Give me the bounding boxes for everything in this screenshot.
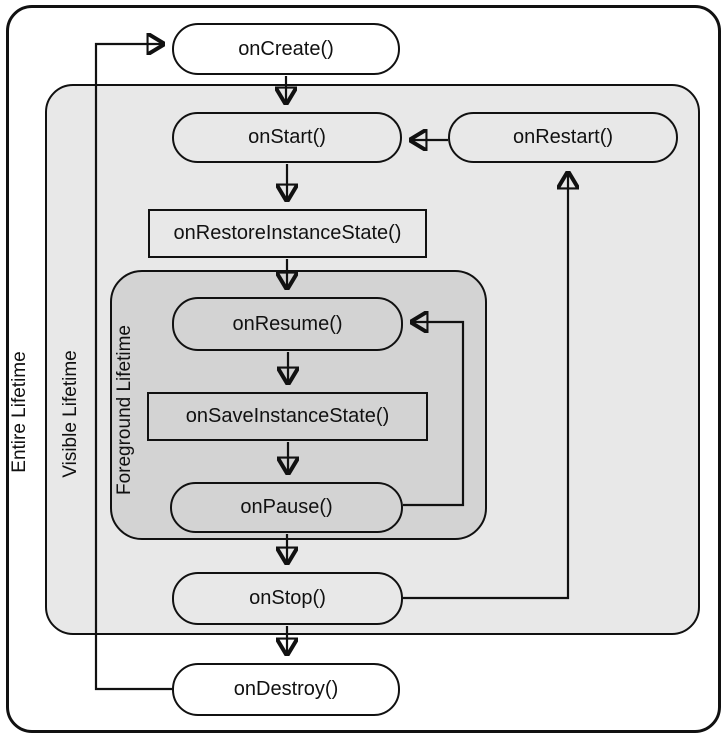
node-onstop: onStop()	[172, 572, 403, 625]
node-onsaveinstancestate-label: onSaveInstanceState()	[185, 405, 390, 427]
node-onrestart: onRestart()	[448, 112, 678, 163]
node-onstop-label: onStop()	[249, 587, 326, 609]
node-onresume: onResume()	[172, 297, 403, 351]
foreground-lifetime-label: Foreground Lifetime	[114, 324, 135, 496]
node-onstart: onStart()	[172, 112, 402, 163]
node-ondestroy: onDestroy()	[172, 663, 400, 716]
node-oncreate-label: onCreate()	[238, 37, 334, 60]
node-oncreate: onCreate()	[172, 23, 400, 75]
node-onrestoreinstancestate: onRestoreInstanceState()	[148, 209, 427, 258]
node-onrestart-label: onRestart()	[512, 126, 614, 148]
entire-lifetime-label: Entire Lifetime	[9, 351, 30, 473]
node-onrestoreinstancestate-label: onRestoreInstanceState()	[173, 222, 402, 244]
node-onpause-label: onPause()	[240, 496, 333, 518]
visible-lifetime-label: Visible Lifetime	[60, 350, 81, 478]
node-onsaveinstancestate: onSaveInstanceState()	[147, 392, 428, 441]
node-ondestroy-label: onDestroy()	[233, 678, 339, 700]
node-onstart-label: onStart()	[248, 126, 326, 148]
node-onpause: onPause()	[170, 482, 403, 533]
node-onresume-label: onResume()	[232, 312, 343, 335]
